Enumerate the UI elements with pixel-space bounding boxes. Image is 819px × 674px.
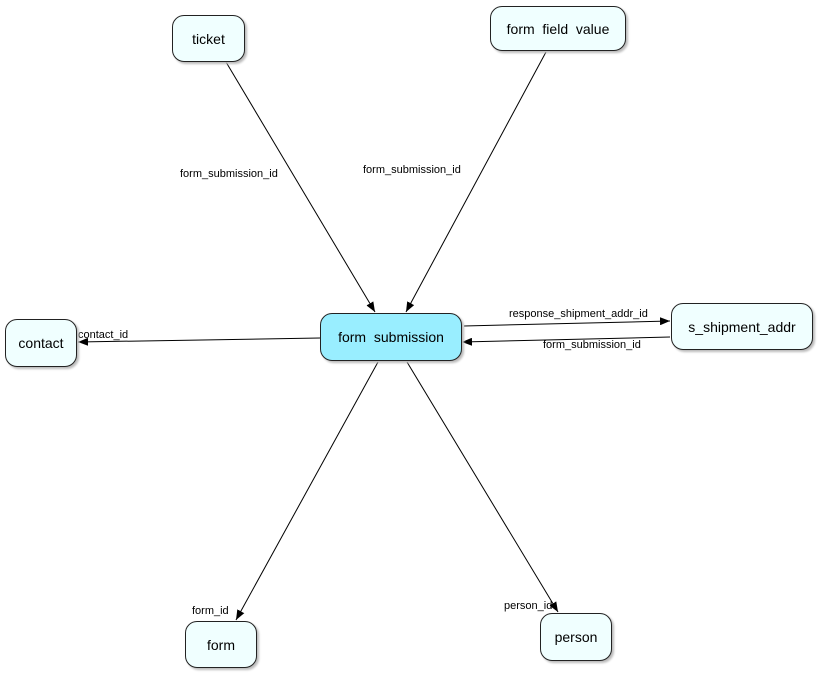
edge-label-form: form_id [192,605,229,617]
edge-form-submission-to-shipment [463,317,671,327]
edge-label-ticket: form_submission_id [180,168,278,180]
node-form[interactable]: form [185,621,257,668]
edge-label-person: person_id [504,600,553,612]
node-person[interactable]: person [540,613,612,661]
node-form-field-value[interactable]: form field value [490,6,626,51]
node-contact[interactable]: contact [5,319,77,367]
edge-label-to-shipment: response_shipment_addr_id [509,308,648,320]
edge-label-form-field-value: form_submission_id [363,164,461,176]
edge-form-submission-to-person [406,361,559,613]
edge-form-submission-to-contact [77,337,321,346]
edge-ticket-to-form-submission [225,61,376,313]
node-ticket[interactable]: ticket [172,15,245,62]
node-form-submission[interactable]: form submission [320,313,462,361]
edge-form-submission-to-form [235,361,379,621]
edge-label-contact: contact_id [78,329,129,341]
edge-form-field-value-to-form-submission [405,51,547,313]
node-s-shipment-addr[interactable]: s_shipment_addr [671,303,813,350]
edge-label-from-shipment: form_submission_id [543,339,641,351]
edge-shipment-to-form-submission [461,336,671,346]
